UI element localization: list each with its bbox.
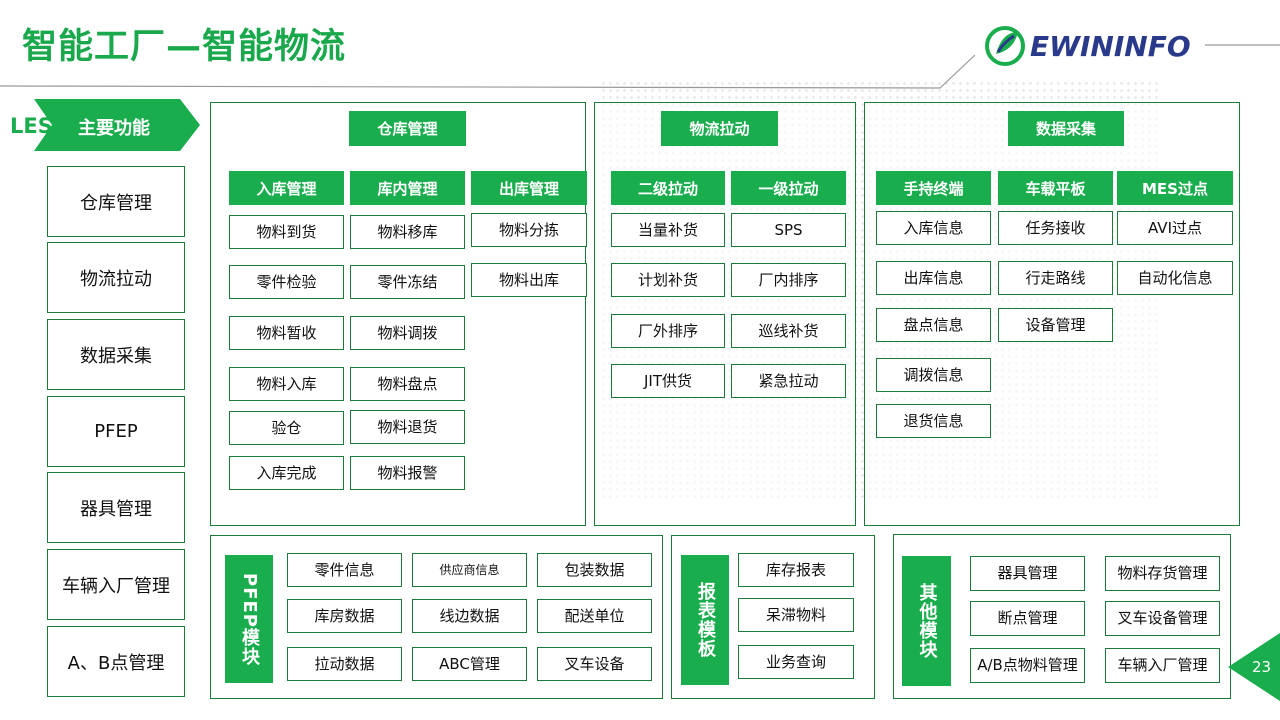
other-item[interactable]: 叉车设备管理 <box>1105 601 1220 636</box>
logo: EWININFO <box>984 24 1191 68</box>
function-item[interactable]: 物料入库 <box>229 367 344 401</box>
function-item[interactable]: SPS <box>731 213 846 247</box>
section-title: 仓库管理 <box>349 111 466 146</box>
function-item[interactable]: 零件检验 <box>229 265 344 299</box>
function-item[interactable]: 盘点信息 <box>876 308 991 342</box>
pfep-module-label: PFEP模块 <box>225 555 273 683</box>
function-item[interactable]: AVI过点 <box>1117 211 1233 245</box>
function-item[interactable]: 物料移库 <box>350 215 465 249</box>
function-item[interactable]: 零件冻结 <box>350 265 465 299</box>
column-header: 出库管理 <box>471 171 587 205</box>
function-item[interactable]: 物料暂收 <box>229 316 344 350</box>
main-functions-label: 主要功能 <box>78 118 150 139</box>
sidebar-item[interactable]: PFEP <box>47 396 185 467</box>
function-item[interactable]: 行走路线 <box>998 261 1113 295</box>
section-title: 数据采集 <box>1008 111 1124 146</box>
pfep-item[interactable]: ABC管理 <box>412 647 527 681</box>
function-item[interactable]: 调拨信息 <box>876 358 991 392</box>
function-item[interactable]: 物料退货 <box>350 410 465 444</box>
leaf-icon <box>985 26 1025 66</box>
function-item[interactable]: 验仓 <box>229 411 344 445</box>
column-header: 入库管理 <box>229 171 344 205</box>
column-header: 库内管理 <box>350 171 465 205</box>
sidebar-item[interactable]: 车辆入厂管理 <box>47 549 185 620</box>
function-item[interactable]: 退货信息 <box>876 404 991 438</box>
function-item[interactable]: 出库信息 <box>876 261 991 295</box>
function-item[interactable]: 紧急拉动 <box>731 364 846 398</box>
les-label: LES <box>10 114 53 138</box>
page-title: 智能工厂—智能物流 <box>22 27 347 67</box>
page-number-badge <box>1228 633 1280 701</box>
les-banner <box>34 99 200 151</box>
header-divider <box>0 44 1280 89</box>
pfep-item[interactable]: 叉车设备 <box>537 647 652 681</box>
column-header: 二级拉动 <box>611 171 725 205</box>
column-header: 一级拉动 <box>731 171 846 205</box>
column-header: 手持终端 <box>876 171 991 205</box>
sidebar-item[interactable]: 物流拉动 <box>47 242 185 313</box>
report-item[interactable]: 呆滞物料 <box>738 598 854 632</box>
page-number: 23 <box>1252 658 1272 676</box>
sidebar-item[interactable]: 器具管理 <box>47 472 185 543</box>
function-item[interactable]: 厂内排序 <box>731 263 846 297</box>
function-item[interactable]: 自动化信息 <box>1117 261 1233 295</box>
pfep-item[interactable]: 零件信息 <box>287 553 402 587</box>
function-item[interactable]: 设备管理 <box>998 308 1113 342</box>
function-item[interactable]: 物料到货 <box>229 215 344 249</box>
function-item[interactable]: 物料调拨 <box>350 316 465 350</box>
function-item[interactable]: 当量补货 <box>611 213 725 247</box>
section-title: 物流拉动 <box>661 111 778 146</box>
function-item[interactable]: 物料出库 <box>471 263 587 297</box>
function-item[interactable]: 巡线补货 <box>731 314 846 348</box>
other-module-label: 其他模块 <box>902 556 951 686</box>
column-header: 车载平板 <box>998 171 1113 205</box>
report-item[interactable]: 库存报表 <box>738 553 854 587</box>
sidebar-item[interactable]: A、B点管理 <box>47 626 185 697</box>
other-item[interactable]: 物料存货管理 <box>1105 556 1220 591</box>
pfep-item[interactable]: 供应商信息 <box>412 553 527 587</box>
column-header: MES过点 <box>1117 171 1233 205</box>
pfep-item[interactable]: 线边数据 <box>412 599 527 633</box>
function-item[interactable]: 物料报警 <box>350 456 465 490</box>
other-item[interactable]: 器具管理 <box>970 556 1085 591</box>
function-item[interactable]: 物料分拣 <box>471 213 587 247</box>
function-item[interactable]: 任务接收 <box>998 211 1113 245</box>
report-module-label: 报表模板 <box>681 555 729 685</box>
pfep-item[interactable]: 包装数据 <box>537 553 652 587</box>
sidebar-item[interactable]: 数据采集 <box>47 319 185 390</box>
function-item[interactable]: 入库信息 <box>876 211 991 245</box>
pfep-item[interactable]: 拉动数据 <box>287 647 402 681</box>
function-item[interactable]: 计划补货 <box>611 263 725 297</box>
function-item[interactable]: 厂外排序 <box>611 314 725 348</box>
other-item[interactable]: 断点管理 <box>970 601 1085 636</box>
other-item[interactable]: A/B点物料管理 <box>970 648 1085 683</box>
other-item[interactable]: 车辆入厂管理 <box>1105 648 1220 683</box>
logo-text: EWININFO <box>1030 29 1191 63</box>
function-item[interactable]: 入库完成 <box>229 456 344 490</box>
pfep-item[interactable]: 配送单位 <box>537 599 652 633</box>
sidebar-item[interactable]: 仓库管理 <box>47 166 185 237</box>
pfep-item[interactable]: 库房数据 <box>287 599 402 633</box>
function-item[interactable]: 物料盘点 <box>350 367 465 401</box>
function-item[interactable]: JIT供货 <box>611 364 725 398</box>
report-item[interactable]: 业务查询 <box>738 645 854 679</box>
